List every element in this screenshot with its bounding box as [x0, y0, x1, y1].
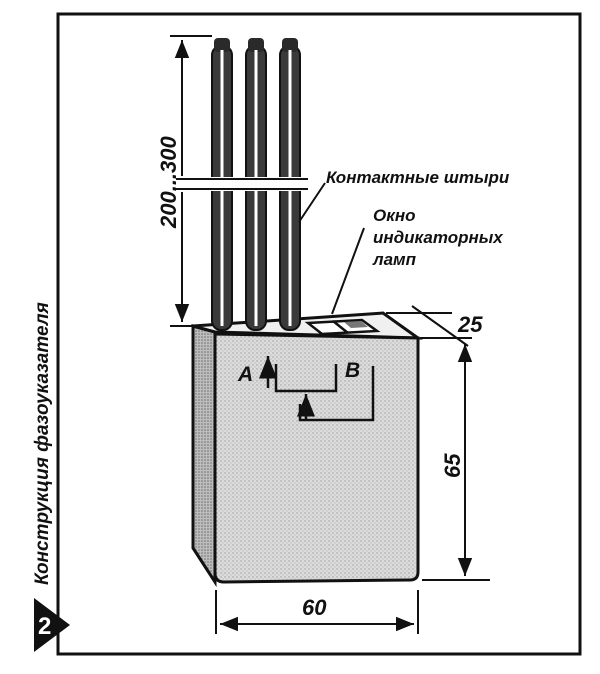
point-b-label: B: [345, 359, 360, 382]
figure-number-arrow: [34, 598, 70, 652]
window-label-line2: индикаторных: [373, 228, 504, 247]
height-value: 65: [440, 453, 465, 478]
pin-length-value: 200...300: [156, 135, 181, 229]
wiring-schematic: [259, 356, 375, 422]
pins-label: Контактные штыри: [326, 168, 510, 187]
point-a-label: A: [237, 363, 253, 386]
figure-title: Конструкция фазоуказателя: [32, 302, 53, 585]
dimension-pin-length: [170, 35, 212, 327]
box-front-face: [213, 332, 420, 584]
figure-number: 2: [38, 613, 51, 640]
wire-b-return: [298, 366, 375, 422]
dimension-height: [422, 344, 490, 581]
window-leader-line: [331, 227, 365, 315]
dimension-depth: [386, 305, 472, 347]
figure-frame: [56, 12, 582, 656]
window-label-line3: ламп: [372, 250, 417, 269]
contact-pins: [176, 38, 308, 331]
width-value: 60: [302, 595, 327, 620]
pins-leader-line: [298, 182, 326, 223]
window-label-line1: Окно: [373, 206, 416, 225]
device-body: [191, 311, 423, 588]
box-side-face: [191, 324, 217, 588]
pin-break-gap: [204, 177, 308, 191]
indicator-window: [304, 318, 381, 336]
wire-a-b-link: [274, 364, 338, 393]
figure-caption: Конструкция фазоуказателя 2: [32, 302, 70, 652]
depth-value: 25: [457, 312, 483, 337]
dimension-width: [215, 590, 419, 634]
